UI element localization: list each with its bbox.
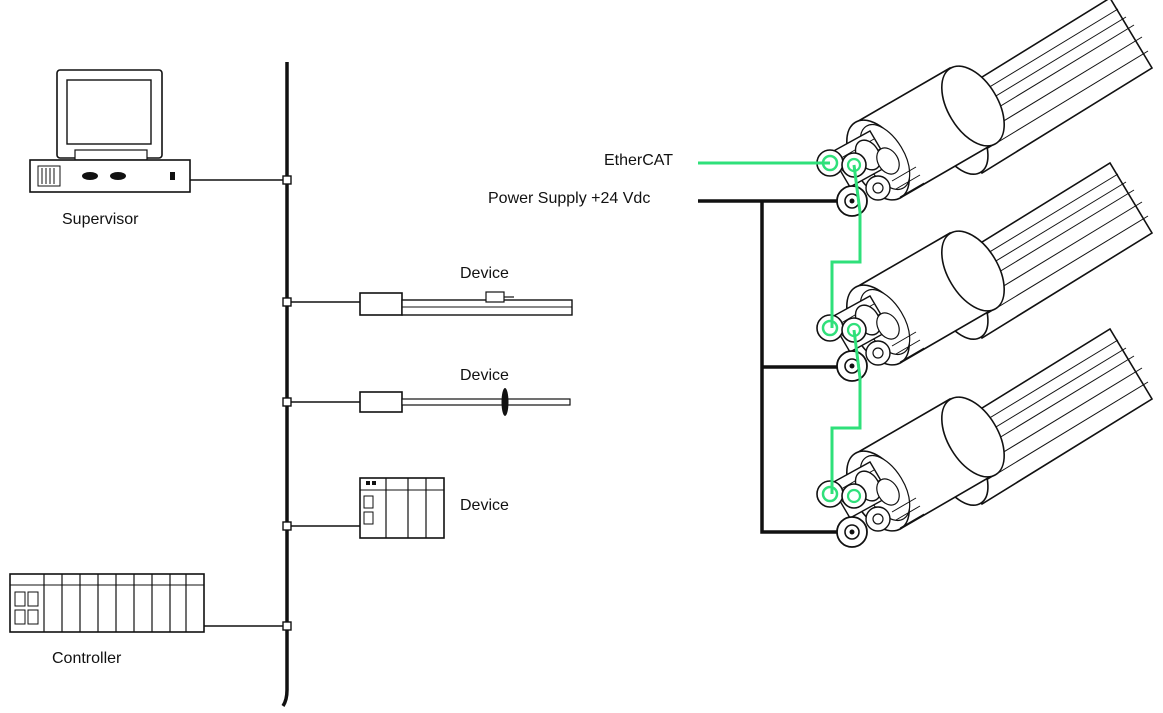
device-2-rod-icon bbox=[287, 388, 570, 416]
device-1-label: Device bbox=[460, 265, 509, 283]
device-3-io-module-icon bbox=[287, 478, 444, 538]
bus-line bbox=[283, 62, 287, 706]
device-2-label: Device bbox=[460, 367, 509, 385]
supervisor-label: Supervisor bbox=[62, 211, 138, 229]
device-1-actuator-icon bbox=[287, 292, 572, 315]
ethercat-label: EtherCAT bbox=[604, 152, 673, 170]
controller-plc-icon bbox=[10, 574, 283, 632]
power-supply-label: Power Supply +24 Vdc bbox=[488, 190, 650, 208]
device-3-label: Device bbox=[460, 497, 509, 515]
supervisor-computer-icon bbox=[30, 70, 283, 192]
controller-label: Controller bbox=[52, 650, 121, 668]
